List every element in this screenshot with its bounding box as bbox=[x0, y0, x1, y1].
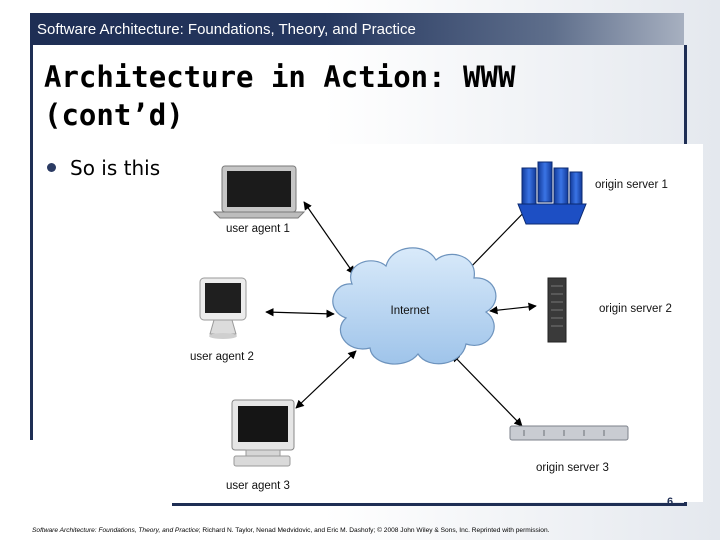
arrow-user-agent-3 bbox=[295, 350, 357, 409]
desktop-computer-icon bbox=[199, 277, 247, 339]
www-diagram: Internet user agent 1 user agent 2 user … bbox=[174, 144, 703, 502]
rack-server-icon bbox=[509, 425, 629, 441]
footer-credit: ; Richard N. Taylor, Nenad Medvidovic, a… bbox=[198, 527, 550, 534]
origin-server-1-label: origin server 1 bbox=[595, 179, 668, 191]
internet-label: Internet bbox=[391, 305, 431, 317]
user-agent-3-label: user agent 3 bbox=[226, 480, 290, 492]
server-tower-icon bbox=[547, 277, 567, 343]
page-title: Architecture in Action: WWW (cont’d) bbox=[44, 60, 516, 132]
user-agent-2-label: user agent 2 bbox=[190, 351, 254, 363]
monitor-icon bbox=[231, 399, 295, 467]
bullet-text: So is this bbox=[70, 156, 161, 180]
header-title: Software Architecture: Foundations, Theo… bbox=[37, 21, 416, 38]
arrow-user-agent-2 bbox=[265, 308, 335, 318]
frame-line-left bbox=[30, 45, 33, 440]
origin-server-3-label: origin server 3 bbox=[536, 462, 609, 474]
arrow-origin-server-3 bbox=[451, 353, 523, 427]
server-cluster-icon bbox=[517, 161, 587, 225]
origin-server-2-label: origin server 2 bbox=[599, 303, 672, 315]
arrow-user-agent-1 bbox=[303, 201, 355, 275]
footer-book-title: Software Architecture: Foundations, Theo… bbox=[32, 527, 199, 534]
slide-number: 6 bbox=[667, 496, 674, 508]
arrow-origin-server-1 bbox=[465, 203, 533, 273]
frame-line-bottom bbox=[172, 503, 687, 506]
bullet-icon bbox=[47, 163, 56, 172]
internet-cloud-icon bbox=[332, 247, 497, 365]
arrow-origin-server-2 bbox=[489, 302, 537, 315]
connection-arrows bbox=[265, 201, 537, 427]
header-bar: Software Architecture: Foundations, Theo… bbox=[30, 13, 684, 45]
user-agent-1-label: user agent 1 bbox=[226, 223, 290, 235]
diagram-svg: Internet user agent 1 user agent 2 user … bbox=[190, 161, 672, 492]
laptop-icon bbox=[212, 165, 306, 219]
footer-citation: Software Architecture: Foundations, Theo… bbox=[32, 527, 549, 534]
